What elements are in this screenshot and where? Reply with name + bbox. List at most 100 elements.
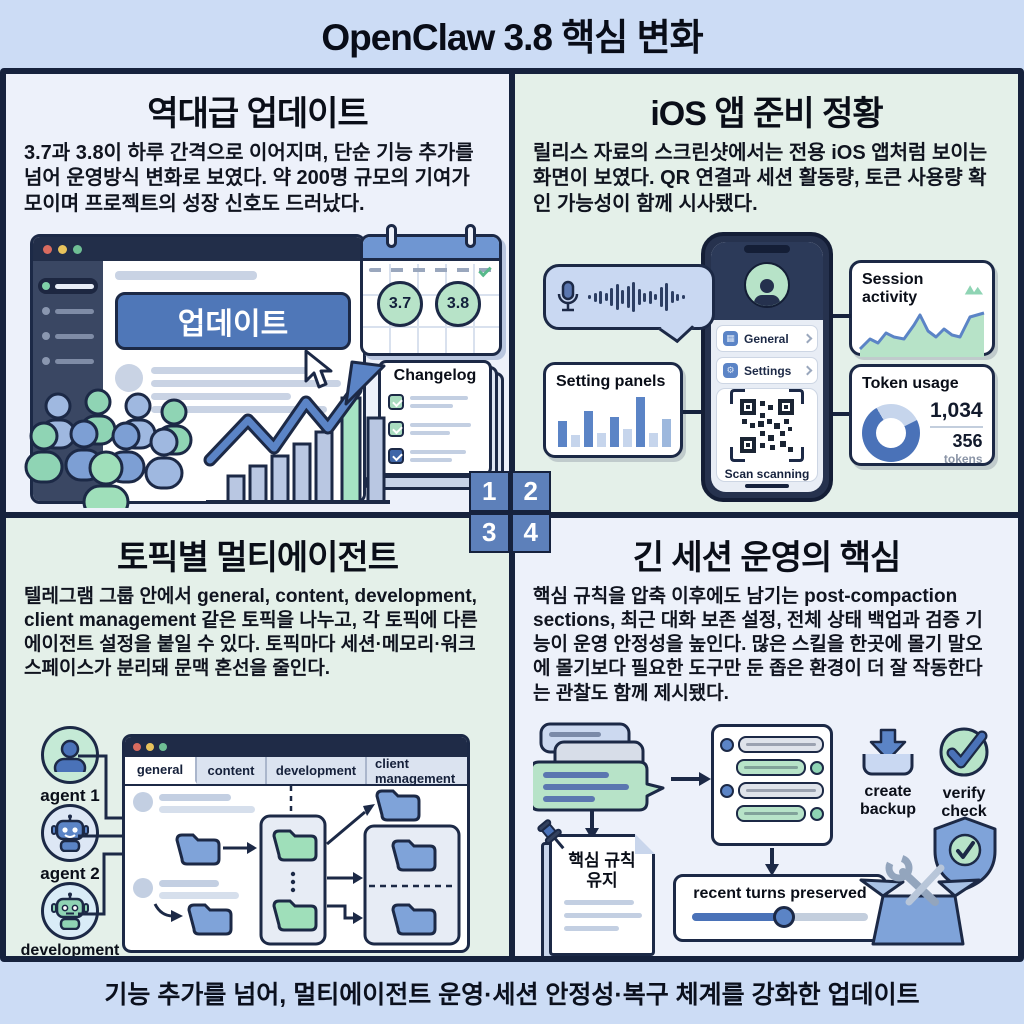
token-donut-chart [862, 403, 920, 462]
traffic-yellow-icon [58, 244, 67, 254]
changelog-item [388, 392, 482, 412]
menu-item-general[interactable]: ▦ General [716, 325, 818, 352]
browser-content: 업데이트 [103, 261, 363, 501]
calendar-ring-icon [465, 224, 476, 248]
arrow-down-icon [765, 848, 779, 876]
panel-topics-body: 텔레그램 그룹 안에서 general, content, developmen… [24, 586, 478, 680]
badge-2: 2 [512, 473, 549, 510]
panel-topics-title: 토픽별 멀티에이전트 [117, 539, 399, 577]
release-calendar: 3.7 3.8 [360, 224, 502, 356]
person-icon [53, 739, 87, 772]
agent-development-label: development [20, 942, 120, 956]
browser-titlebar [33, 237, 363, 261]
contributors-crowd-icon [24, 388, 193, 508]
sidebar-item[interactable] [38, 303, 98, 319]
quadrant-number-grid: 1 2 3 4 [469, 471, 551, 553]
panel-update-body: 3.7과 3.8이 하루 간격으로 이어지며, 단순 기능 추가를 넘어 운영방… [24, 142, 474, 215]
tab-development[interactable]: development [267, 757, 367, 784]
scan-label: Scan scanning [724, 467, 810, 481]
panel-session-body: 핵심 규칙을 압축 이후에도 남기는 post-compaction secti… [533, 586, 983, 704]
token-used: 356 [952, 431, 983, 451]
topic-tabs: general content development client manag… [125, 755, 467, 786]
traffic-green-icon [159, 743, 167, 751]
growth-chart [203, 360, 390, 504]
tab-client-management[interactable]: client management [375, 755, 456, 786]
quadrant-grid: 역대급 업데이트 3.7과 3.8이 하루 간격으로 이어지며, 단순 기능 추… [0, 68, 1024, 962]
voice-message-bubble [543, 264, 715, 330]
panel-ios-title: iOS 앱 준비 정황 [650, 95, 883, 133]
setting-panels-card: Setting panels [543, 362, 683, 458]
settings-bar-chart [558, 397, 671, 447]
page-title: OpenClaw 3.8 핵심 변화 [321, 17, 703, 58]
check-icon [388, 448, 404, 464]
verify-check-label: verify check [941, 785, 987, 820]
connector-line [831, 314, 851, 318]
agent-2: agent 2 [18, 804, 122, 884]
tab-content[interactable]: content [197, 757, 267, 784]
core-rules-label: 핵심 규칙 유지 [568, 851, 636, 891]
verify-check-block: verify check [929, 726, 999, 820]
connector-line [831, 412, 849, 416]
sidebar-item[interactable] [38, 353, 98, 369]
microphone-icon [557, 280, 579, 312]
panel-update-title: 역대급 업데이트 [147, 95, 368, 133]
check-icon [388, 421, 404, 437]
session-area-chart [858, 311, 985, 357]
panel-session: 긴 세션 운영의 핵심 핵심 규칙을 압축 이후에도 남기는 post-comp… [512, 515, 1018, 956]
chat-row [720, 805, 824, 822]
footer-text: 기능 추가를 넘어, 멀티에이전트 운영·세션 안정성·복구 체계를 강화한 업… [104, 981, 920, 1009]
core-rules-document: 핵심 규칙 유지 [537, 819, 655, 956]
avatar [810, 806, 824, 821]
header: OpenClaw 3.8 핵심 변화 [0, 0, 1024, 68]
phone-profile-header [711, 242, 823, 320]
slider-knob[interactable] [772, 906, 795, 928]
backup-icon [862, 728, 914, 776]
gear-icon: ⚙ [723, 363, 738, 378]
token-usage-card: Token usage 1,034 356 tokens [849, 364, 995, 466]
panel-topics: 토픽별 멀티에이전트 텔레그램 그룹 안에서 general, content,… [6, 515, 512, 956]
topics-flow-diagram [133, 786, 461, 946]
qr-code [730, 389, 804, 462]
version-3-8-badge: 3.8 [435, 281, 481, 327]
qr-scan-card: Scan scanning [716, 388, 818, 482]
panel-ios: iOS 앱 준비 정황 릴리스 자료의 스크린샷에서는 전용 iOS 앱처럼 보… [512, 74, 1018, 515]
sidebar-item[interactable] [38, 328, 98, 344]
shield-toolbox-icon [859, 816, 997, 946]
connector-line [683, 410, 703, 414]
panel-update: 역대급 업데이트 3.7과 3.8이 하루 간격으로 이어지며, 단순 기능 추… [6, 74, 512, 515]
chat-history-panel [711, 724, 833, 846]
token-total: 1,034 [930, 399, 983, 422]
session-activity-card: Session activity [849, 260, 995, 368]
verify-icon [939, 727, 989, 777]
general-icon: ▦ [723, 331, 738, 346]
chat-row [720, 759, 824, 776]
update-button[interactable]: 업데이트 [115, 292, 351, 350]
chat-row [720, 782, 824, 799]
calendar-dashes [369, 268, 493, 272]
changelog-title: Changelog [393, 367, 477, 384]
sidebar-item[interactable] [38, 278, 98, 294]
create-backup-label: create backup [859, 783, 916, 818]
agent-development: development [18, 882, 122, 956]
avatar [115, 364, 143, 392]
tab-general[interactable]: general [125, 757, 197, 784]
mountain-icon [964, 284, 984, 294]
avatar [720, 783, 734, 798]
changelog-item [388, 446, 482, 466]
menu-item-settings[interactable]: ⚙ Settings [716, 357, 818, 384]
traffic-red-icon [43, 244, 52, 254]
session-activity-title: Session activity [862, 271, 924, 306]
topics-window-titlebar [125, 737, 467, 757]
iphone-mockup: ▦ General ⚙ Settings [701, 232, 833, 502]
home-indicator[interactable] [745, 484, 789, 488]
post-skeleton [115, 364, 351, 419]
token-usage-title: Token usage [862, 375, 959, 392]
robot-icon [51, 814, 89, 852]
chevron-right-icon [802, 333, 813, 344]
turns-slider[interactable] [692, 906, 868, 928]
agent-2-label: agent 2 [40, 864, 100, 883]
page-fold [635, 834, 655, 854]
topics-window: general content development client manag… [122, 734, 470, 953]
changelog-item [388, 419, 482, 439]
